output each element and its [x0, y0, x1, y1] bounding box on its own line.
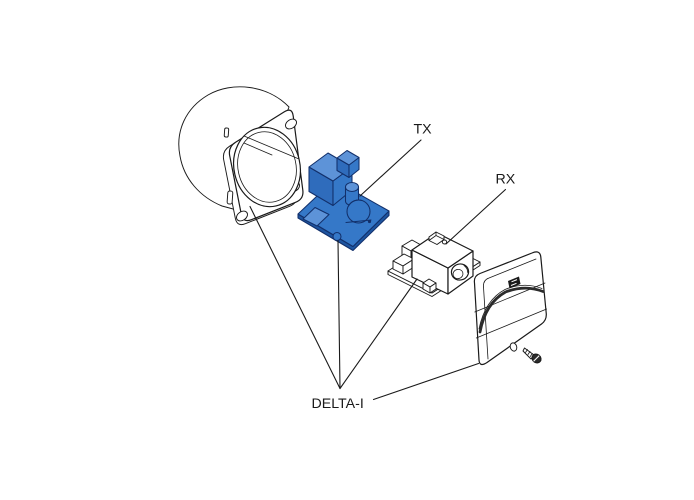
flange-hole-bottom: [236, 210, 248, 222]
cover-seam-line-2: [475, 308, 547, 339]
flange-hole-top: [285, 118, 297, 130]
leader-line-tx: [359, 139, 422, 197]
housing-opening-inner: [237, 131, 297, 203]
screw-head-slot: [533, 355, 540, 362]
leader-line-delta-housing: [249, 205, 341, 390]
tx-chip-pad: [302, 206, 330, 227]
tx-lens-highlight: [347, 199, 363, 207]
tx-lens-base-line: [345, 219, 372, 224]
rx-nub: [441, 239, 448, 245]
label-tx: TX: [414, 122, 433, 138]
housing-interior-seam-2: [243, 142, 273, 156]
tx-board-hole: [332, 231, 342, 242]
rx-module-tab-edge: [428, 231, 445, 241]
label-product: DELTA-I: [312, 396, 364, 412]
tx-solder-dot: [367, 219, 372, 224]
tx-capacitor-top: [344, 181, 360, 193]
leader-line-delta-rx: [339, 278, 418, 390]
tx-box2-top-face: [336, 149, 360, 166]
cover-screw-hole: [509, 342, 518, 352]
screw-drawing: [522, 347, 542, 364]
screw-threads: [525, 349, 533, 357]
leader-line-delta-cover: [372, 362, 480, 401]
labels: TX RX DELTA-I: [312, 122, 516, 413]
housing-hinge-tab: [223, 127, 230, 138]
housing-latch-slot: [226, 190, 234, 205]
leader-lines: [249, 139, 507, 401]
rx-board-drawing: [387, 231, 481, 297]
rx-cube-right: [429, 282, 437, 294]
cover-logo-mark: [510, 279, 518, 286]
housing-interior-seam-1: [243, 135, 300, 160]
cover-shell: [473, 251, 547, 366]
label-rx: RX: [496, 172, 516, 188]
leader-line-rx: [445, 188, 507, 245]
rx-lens-glint: [463, 265, 468, 273]
tx-board-drawing: [297, 149, 390, 252]
rx-lens-inner: [452, 268, 464, 280]
leader-line-delta-tx: [337, 240, 341, 390]
cover-window-arc-thin: [478, 284, 543, 330]
cover-rim-line: [483, 258, 537, 288]
cover-sidewall-line: [483, 286, 489, 360]
cover-window-arc: [478, 286, 545, 334]
housing-drawing: [178, 86, 304, 226]
rx-lens-outer: [450, 263, 470, 281]
cover-drawing: [473, 251, 547, 366]
housing-opening-outer: [233, 126, 301, 208]
